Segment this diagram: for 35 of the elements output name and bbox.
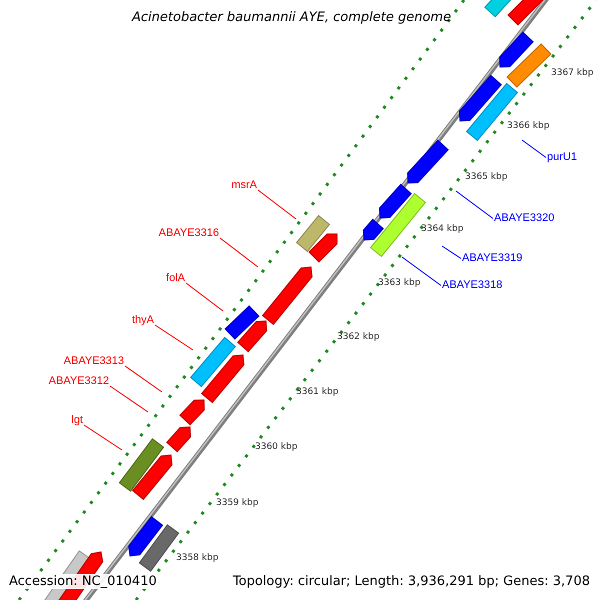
gene-label: purU1 [547,151,577,164]
tick-label: 3358 kbp [176,553,218,564]
leader-line [124,366,162,392]
gene-label: ABAYE3319 [462,252,522,265]
tick-label: 3360 kbp [255,442,298,453]
gene-label: msrA [231,179,257,192]
gene-label: ABAYE3318 [442,279,502,292]
tick-label: 3365 kbp [465,172,508,183]
tick-label: 3359 kbp [216,498,258,509]
title: Acinetobacter baumannii AYE, complete genome [132,10,452,25]
tick-label: 3366 kbp [507,121,550,132]
leader-line [402,256,442,286]
leader-line [220,238,258,268]
gene-label: ABAYE3316 [158,227,219,240]
tick-label: 3362 kbp [337,332,380,343]
footer-text: Topology: circular; Length: 3,936,291 bp; Genes: 3,708 [232,574,590,589]
tick-label: 3367 kbp [551,68,594,79]
gene-label: ABAYE3313 [64,355,124,368]
leader-line [258,190,296,220]
leader-line [522,140,546,158]
tick-label: 3364 kbp [421,224,464,235]
gene-label: thyA [132,314,154,327]
leader-line [442,246,462,259]
gene-label: ABAYE3312 [48,375,109,388]
footer-text: Accession: NC_010410 [9,574,157,589]
gene-label: ABAYE3320 [494,212,554,225]
tick-label: 3361 kbp [296,387,338,398]
leader-line [154,324,194,350]
leader-line [110,386,148,412]
leader-line [186,282,224,312]
gene-label: folA [166,272,185,285]
tick-label: 3363 kbp [378,278,420,289]
gene-label: lgt [71,414,83,427]
leader-line [456,190,494,219]
leader-line [84,424,122,450]
